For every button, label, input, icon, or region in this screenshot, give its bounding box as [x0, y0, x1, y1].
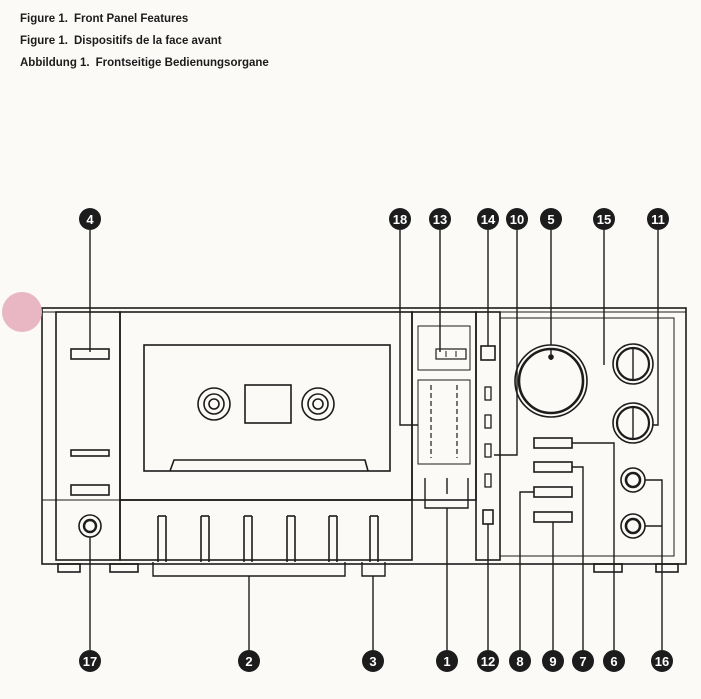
knob-lower [612, 402, 654, 444]
callout-5: 5 [540, 208, 562, 230]
callout-label: 11 [651, 212, 665, 227]
foot-left [57, 563, 81, 573]
switch-b [484, 414, 492, 429]
callout-label: 6 [610, 654, 617, 669]
switch-bottom [482, 509, 494, 525]
switch-d [484, 473, 492, 488]
caption-number: Figure 1. [20, 13, 68, 25]
switch-column [475, 311, 501, 561]
caption-text: Front Panel Features [73, 13, 189, 25]
tape-window [244, 384, 292, 424]
caption-english: Figure 1. Front Panel Features [20, 8, 269, 30]
callout-6: 6 [603, 650, 625, 672]
callout-label: 14 [481, 212, 496, 227]
cassette-shell-bottom [169, 459, 369, 472]
headphone-jack [78, 514, 102, 538]
caption-text: Dispositifs de la face avant [73, 35, 222, 47]
caption-number: Figure 1. [20, 35, 68, 47]
callout-7: 7 [572, 650, 594, 672]
callout-1: 1 [436, 650, 458, 672]
callout-2: 2 [238, 650, 260, 672]
callout-15: 15 [593, 208, 615, 230]
headphone-jack-inner [82, 518, 98, 534]
caption-german: Abbildung 1. Frontseitige Bedienungsorgan… [20, 52, 269, 74]
callouts-bottom: 17 2 3 1 12 8 9 7 6 16 [79, 650, 673, 672]
cassette-door [143, 344, 391, 472]
callout-label: 2 [245, 654, 252, 669]
callout-16: 16 [651, 650, 673, 672]
callout-13: 13 [429, 208, 451, 230]
callout-11: 11 [647, 208, 669, 230]
reel-left-hub [208, 398, 220, 410]
foot-right-inner [593, 563, 623, 573]
leader-lines-top [89, 230, 659, 456]
callout-12: 12 [477, 650, 499, 672]
page-punch-mark [2, 292, 42, 332]
left-slot-middle [70, 449, 110, 457]
jack-lower [620, 513, 646, 539]
callout-label: 15 [597, 212, 611, 227]
callout-14: 14 [477, 208, 499, 230]
callout-label: 3 [369, 654, 376, 669]
callout-label: 16 [655, 654, 669, 669]
reel-right [301, 387, 335, 421]
reel-right-hub [312, 398, 324, 410]
callout-4: 4 [79, 208, 101, 230]
foot-right [655, 563, 679, 573]
figure-captions: Figure 1. Front Panel Features Figure 1. D… [20, 8, 269, 74]
right-panel [499, 317, 675, 557]
callout-label: 13 [433, 212, 447, 227]
callout-17: 17 [79, 650, 101, 672]
reel-left-inner [203, 393, 225, 415]
callout-label: 12 [481, 654, 495, 669]
callout-8: 8 [509, 650, 531, 672]
button-3 [533, 486, 573, 498]
tape-counter [435, 348, 467, 360]
transport-panel [119, 499, 413, 561]
caption-text: Frontseitige Bedienungsorgane [95, 57, 269, 69]
switch-c [484, 443, 492, 458]
reel-right-inner [307, 393, 329, 415]
caption-number: Abbildung 1. [20, 57, 90, 69]
callout-label: 1 [443, 654, 450, 669]
callout-18: 18 [389, 208, 411, 230]
callouts-top: 4 18 13 14 10 5 15 11 [79, 208, 669, 230]
callout-10: 10 [506, 208, 528, 230]
callout-label: 18 [393, 212, 407, 227]
callout-3: 3 [362, 650, 384, 672]
callout-label: 10 [510, 212, 524, 227]
callout-label: 7 [579, 654, 586, 669]
leader-lines-bottom [89, 442, 663, 650]
button-4 [533, 511, 573, 523]
callout-label: 9 [549, 654, 556, 669]
foot-left-inner [109, 563, 139, 573]
switch-a [484, 386, 492, 401]
level-meter [417, 379, 471, 465]
counter-window [417, 325, 471, 371]
chassis-outline [41, 307, 687, 565]
button-1 [533, 437, 573, 449]
callout-label: 17 [83, 654, 97, 669]
left-slot-bottom [70, 484, 110, 496]
callout-label: 4 [86, 212, 94, 227]
meter-panel [411, 311, 477, 501]
transport-keys [157, 515, 379, 562]
callout-label: 5 [547, 212, 554, 227]
knob-upper [612, 343, 654, 385]
callout-label: 8 [516, 654, 523, 669]
button-2 [533, 461, 573, 473]
reel-left [197, 387, 231, 421]
switch-top [480, 345, 496, 361]
jack-upper [620, 467, 646, 493]
callout-9: 9 [542, 650, 564, 672]
caption-french: Figure 1. Dispositifs de la face avant [20, 30, 269, 52]
